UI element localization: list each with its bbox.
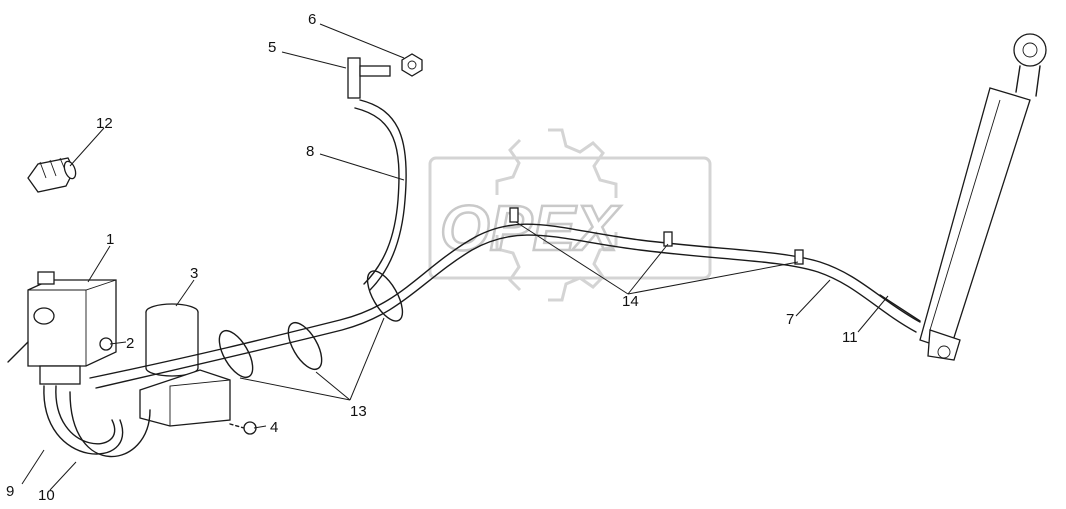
callout-11: 11 [842,329,858,346]
hose-inner-9 [55,385,116,445]
clamp-part-13-b [287,321,323,371]
hose-part-10 [69,391,151,458]
callout-9: 9 [6,483,14,500]
callout-4: 4 [270,419,278,436]
hose-part-11 [879,294,921,322]
callout-2: 2 [126,335,134,352]
tube-part-7-b [95,234,917,389]
callout-7: 7 [786,311,794,328]
callout-5: 5 [268,39,276,56]
clamp-part-13-a [366,270,404,322]
sleeve-part-14-b [663,231,673,247]
pump-motor-part-3 [139,303,231,427]
callout-1: 1 [106,231,114,248]
watermark-logo: OPEX [428,128,712,302]
nut-part-6 [401,53,423,77]
hose-part-9 [43,385,124,455]
callout-14: 14 [622,293,639,310]
bolt-part-4 [229,421,257,435]
callout-12: 12 [96,115,113,132]
sleeve-part-14-a [509,207,519,223]
fitting-part-12 [27,157,77,193]
tube-part-8 [359,99,407,291]
tee-fitting-part-5 [347,57,391,99]
valve-block-part-1 [7,271,117,385]
clamp-part-13-c [218,329,254,379]
callout-10: 10 [38,487,55,504]
callout-labels: 1 2 3 4 5 6 7 8 9 10 11 12 13 14 [6,11,858,504]
callout-3: 3 [190,265,198,282]
callout-8: 8 [306,143,314,160]
watermark-text: OPEX [440,192,621,264]
tube-part-7 [89,223,921,379]
callout-6: 6 [308,11,316,28]
tube-part-8-b [354,107,400,285]
watermark-frame [428,156,712,280]
callout-13: 13 [350,403,367,420]
leader-lines [21,23,889,491]
watermark-gear [495,128,618,302]
hydraulic-cylinder [919,33,1047,361]
sleeve-part-14-c [794,249,804,265]
